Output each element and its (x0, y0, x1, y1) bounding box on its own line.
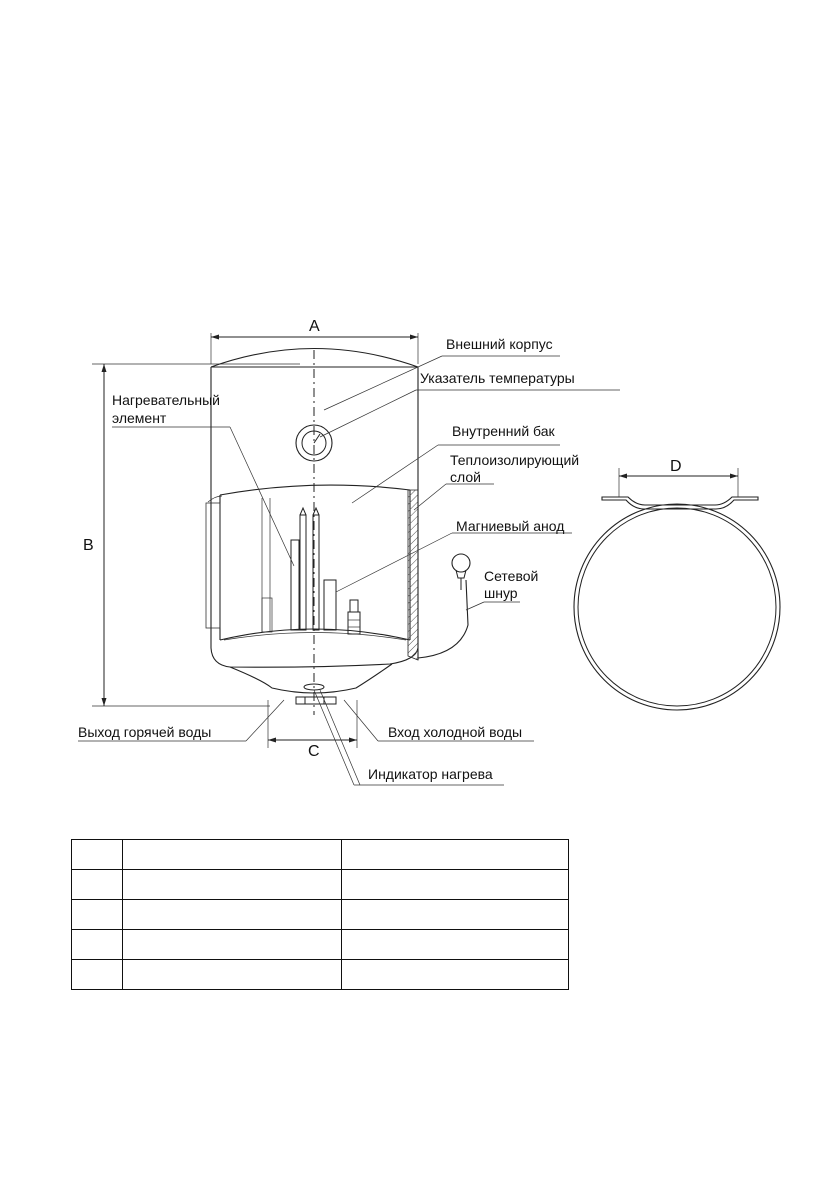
callout-cold-water-inlet: Вход холодной воды (343, 699, 534, 742)
insulation-layer (407, 489, 419, 661)
table-cell (122, 869, 342, 900)
label-heating-element-1: Нагревательный (112, 392, 220, 408)
inner-tank (205, 484, 411, 641)
label-insulation-2: слой (450, 469, 481, 485)
label-magnesium-anode: Магниевый анод (456, 518, 564, 534)
label-temperature-gauge: Указатель температуры (420, 370, 575, 386)
table-cell (341, 899, 569, 930)
top-view-circle (573, 496, 781, 711)
table-cell (122, 899, 342, 930)
dimension-c-label: C (308, 743, 320, 760)
table-cell (71, 959, 123, 990)
label-insulation-1: Теплоизолирующий (450, 452, 579, 468)
magnesium-anode (323, 579, 361, 635)
table-cell (71, 839, 123, 870)
dimension-b-label: B (83, 537, 94, 554)
callout-outer-casing: Внешний корпус (323, 336, 560, 411)
callout-heating-element: Нагревательный элемент (112, 392, 295, 567)
table-row (71, 899, 569, 930)
table-cell (122, 959, 342, 990)
callout-heating-indicator: Индикатор нагрева (313, 689, 504, 786)
callout-temperature-gauge: Указатель температуры (319, 370, 620, 438)
callout-insulation: Теплоизолирующий слой (413, 452, 579, 511)
heating-element (261, 506, 320, 633)
callout-inner-tank: Внутренний бак (351, 423, 560, 504)
label-heating-element-2: элемент (112, 410, 167, 426)
power-cord (417, 553, 471, 659)
label-cold-water-inlet: Вход холодной воды (388, 724, 522, 740)
label-outer-casing: Внешний корпус (446, 336, 553, 352)
dimension-d-label: D (670, 458, 682, 475)
label-heating-indicator: Индикатор нагрева (368, 766, 493, 782)
dimension-c: C (267, 700, 358, 760)
table-cell (122, 929, 342, 960)
table-row (71, 839, 569, 870)
callout-power-cord: Сетевой шнур (465, 568, 538, 611)
spec-table (71, 839, 569, 990)
dimension-a-label: A (309, 318, 320, 335)
table-cell (341, 869, 569, 900)
table-cell (341, 839, 569, 870)
table-row (71, 959, 569, 990)
callout-hot-water-outlet: Выход горячей воды (78, 699, 285, 742)
table-cell (71, 899, 123, 930)
label-power-cord-2: шнур (484, 585, 518, 601)
table-row (71, 869, 569, 900)
label-hot-water-outlet: Выход горячей воды (78, 724, 211, 740)
dimension-a: A (210, 318, 419, 364)
label-power-cord-1: Сетевой (484, 568, 538, 584)
callout-magnesium-anode: Магниевый анод (335, 518, 572, 593)
table-cell (71, 929, 123, 960)
label-inner-tank: Внутренний бак (452, 423, 556, 439)
dimension-b: B (83, 363, 300, 707)
table-row (71, 929, 569, 960)
dimension-d: D (618, 458, 739, 497)
table-cell (341, 959, 569, 990)
table-cell (122, 839, 342, 870)
table-cell (71, 869, 123, 900)
table-cell (341, 929, 569, 960)
